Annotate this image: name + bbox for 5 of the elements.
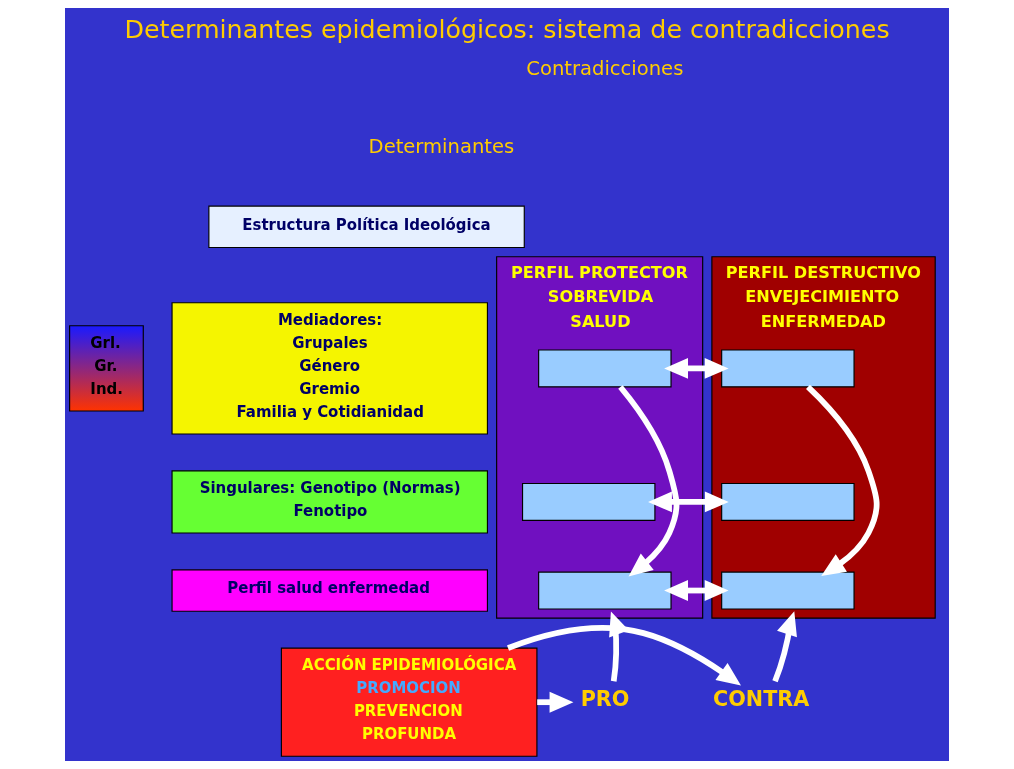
label: Determinantes (368, 135, 515, 159)
label: Contradicciones (526, 56, 684, 80)
node-text: CONTRA (713, 687, 810, 712)
diagram-title: Determinantes epidemiológicos: sistema de contradicciones (124, 13, 890, 44)
node-text: PRO (580, 687, 630, 712)
